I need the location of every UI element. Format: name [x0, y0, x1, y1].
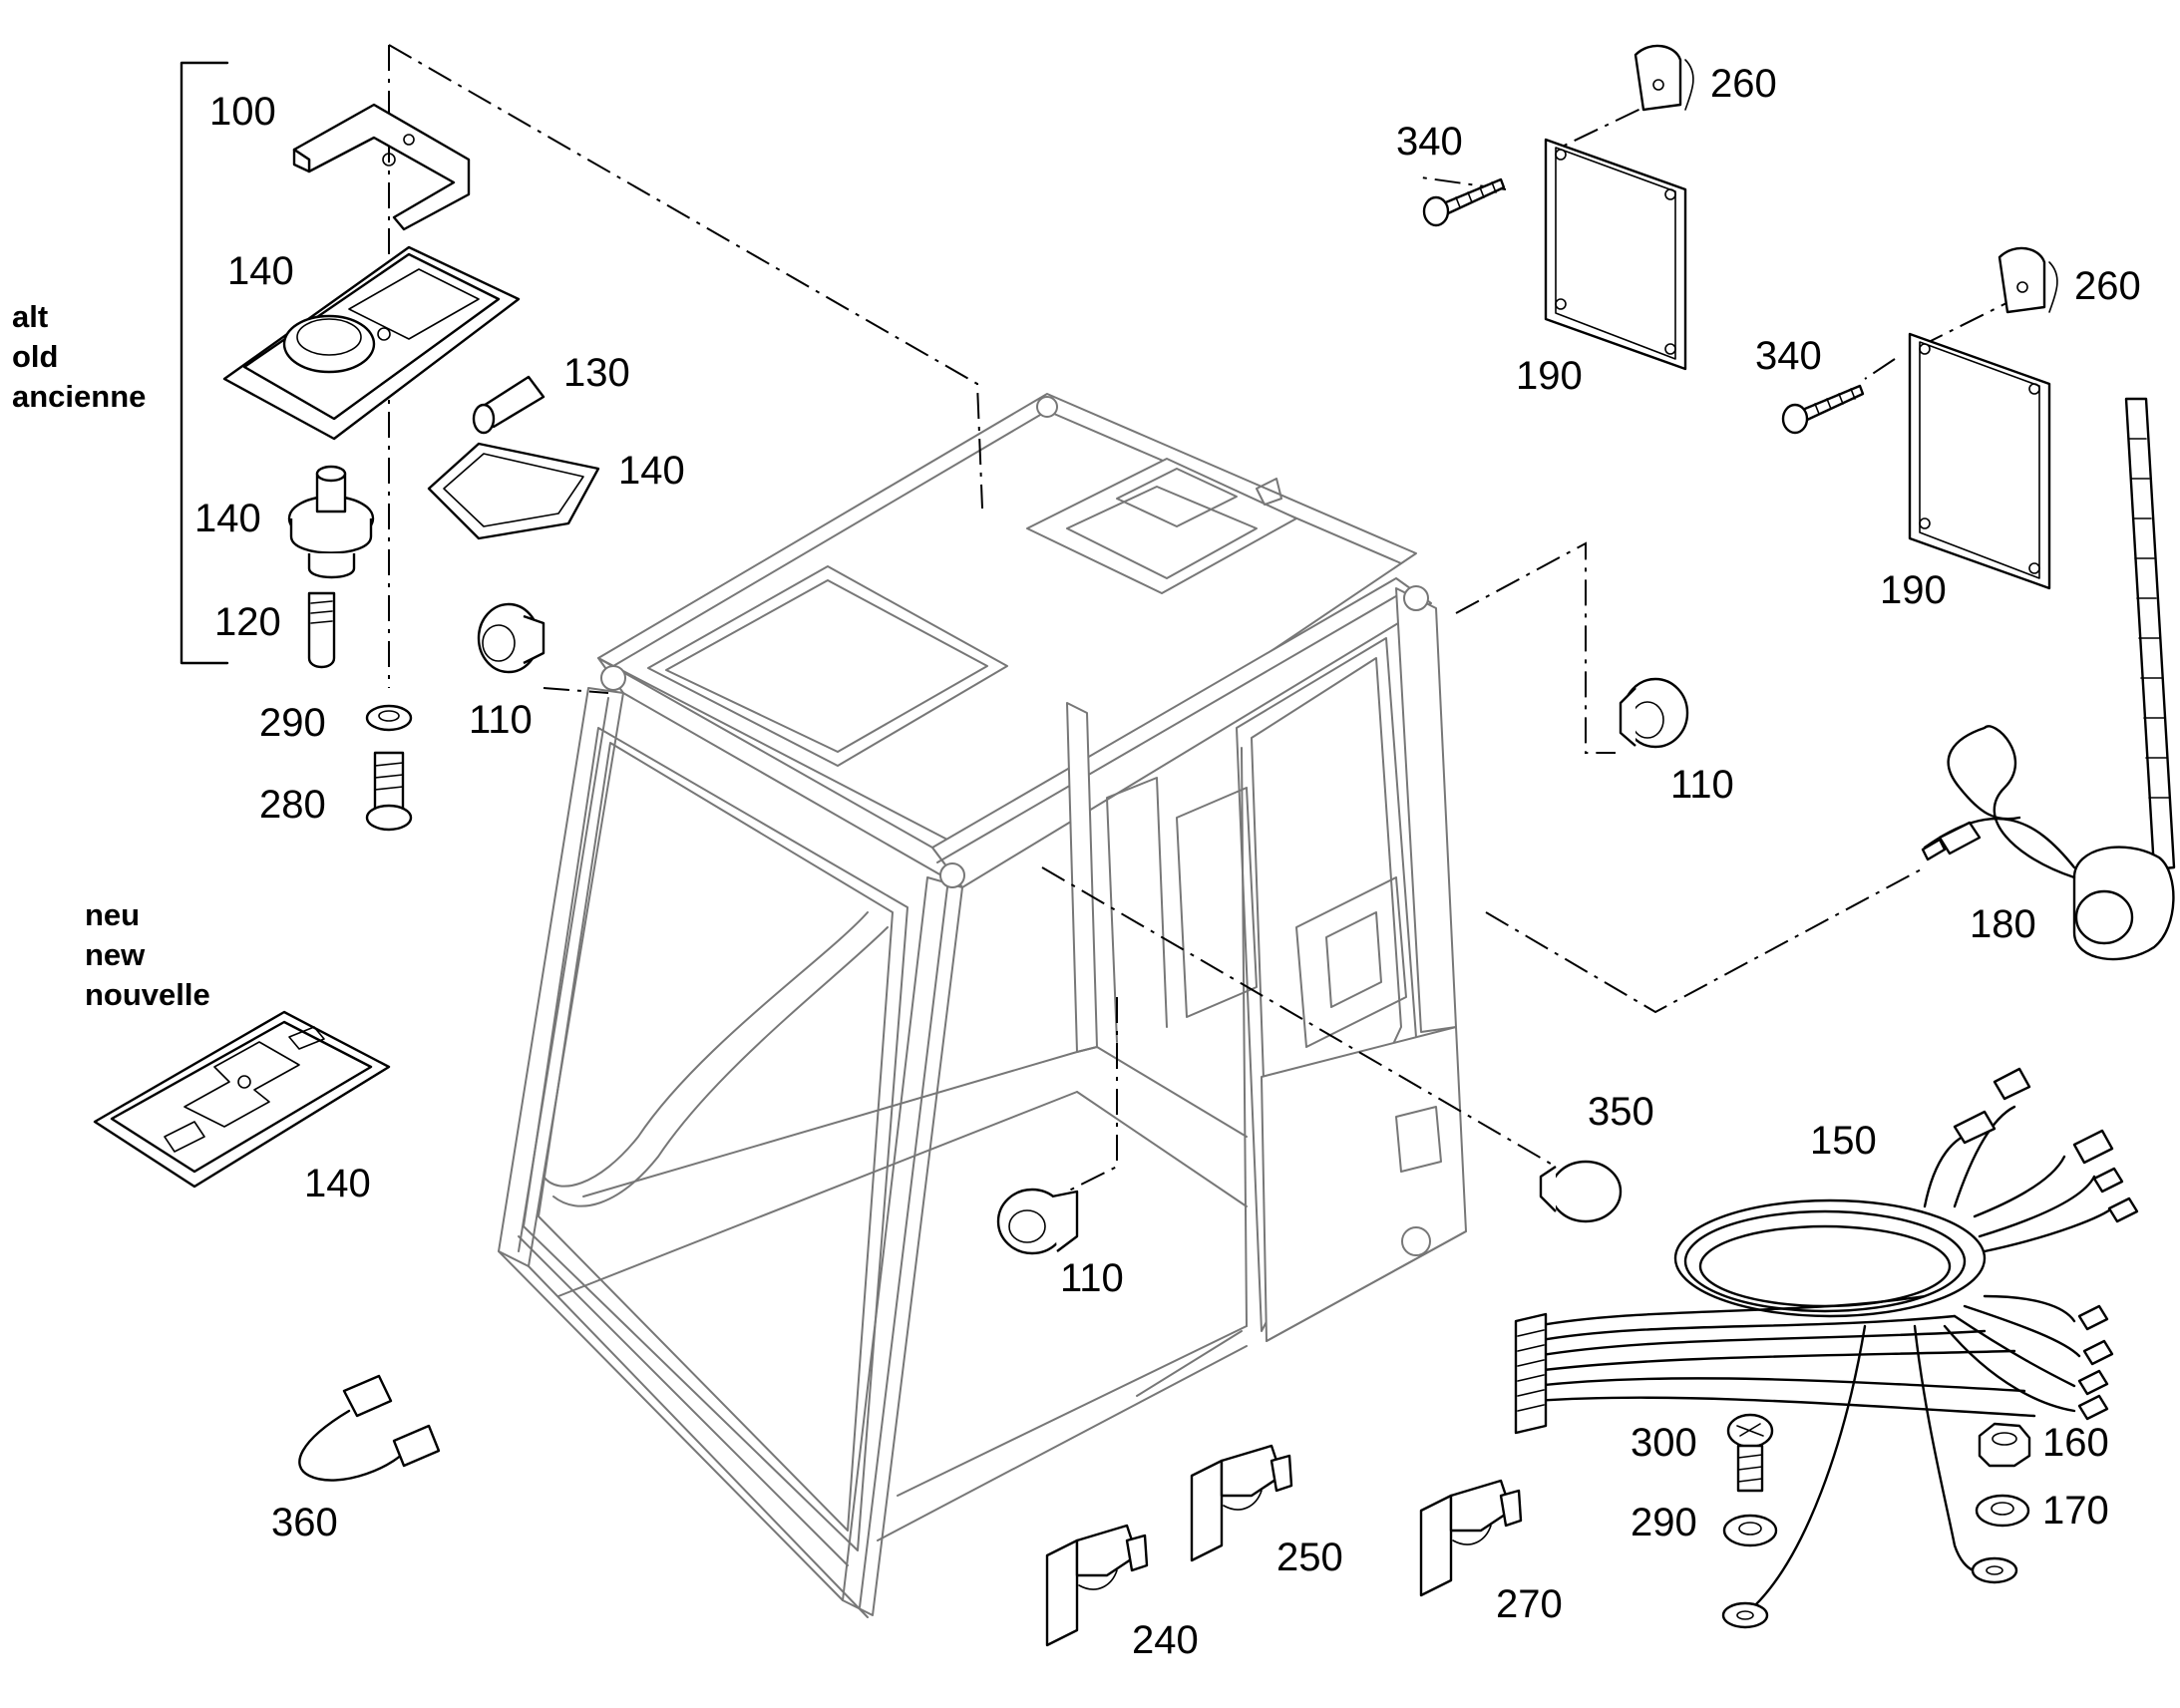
part-190-cover-plate-a [1544, 138, 1687, 371]
label-100: 100 [209, 90, 276, 134]
label-140-housing-old: 140 [227, 249, 294, 293]
part-180-antenna [1921, 397, 2176, 961]
label-150: 150 [1810, 1119, 1877, 1163]
label-340-b: 340 [1755, 334, 1822, 378]
part-350-plug [1539, 1160, 1623, 1223]
part-100-bracket [292, 103, 471, 231]
label-290-top: 290 [259, 701, 326, 745]
part-110-grommet-b [996, 1188, 1079, 1255]
note-old-fr: ancienne [12, 379, 146, 414]
part-110-grommet-a [477, 602, 545, 674]
part-340-screw-b [1781, 384, 1865, 435]
part-140-lamp-housing-old [222, 245, 521, 441]
part-190-cover-plate-b [1908, 332, 2051, 590]
part-140-lens [427, 442, 600, 540]
part-110-grommet-c [1619, 677, 1689, 749]
part-140-lamp-housing-new [93, 1010, 391, 1189]
label-270: 270 [1496, 1582, 1563, 1626]
part-120-pin [307, 591, 336, 669]
label-350: 350 [1588, 1090, 1654, 1134]
part-260-clip-b [1998, 246, 2058, 314]
note-new-en: new [85, 937, 146, 972]
part-270-clip [1419, 1479, 1523, 1597]
label-290-bottom: 290 [1631, 1501, 1697, 1544]
label-110-c: 110 [1670, 763, 1734, 807]
label-120: 120 [214, 600, 281, 644]
label-190-b: 190 [1880, 568, 1947, 612]
label-110-a: 110 [469, 698, 533, 742]
label-140-lens: 140 [618, 449, 685, 493]
part-340-screw-a [1422, 177, 1506, 227]
label-180: 180 [1970, 902, 2036, 946]
label-240: 240 [1132, 1618, 1199, 1662]
part-250-clip [1190, 1444, 1293, 1562]
part-290-washer-top [365, 704, 413, 732]
label-160: 160 [2042, 1421, 2109, 1465]
part-130-bulb [472, 375, 545, 435]
part-280-screw [365, 751, 413, 832]
label-250: 250 [1276, 1536, 1343, 1579]
part-140-socket [287, 465, 375, 579]
label-170: 170 [2042, 1489, 2109, 1533]
label-360: 360 [271, 1501, 338, 1544]
note-old-de: alt [12, 299, 48, 334]
label-130: 130 [563, 351, 630, 395]
note-new-fr: nouvelle [85, 977, 210, 1012]
version-notes: alt old ancienne neu new nouvelle [12, 299, 210, 1012]
label-140-socket: 140 [194, 497, 261, 540]
part-360-jumper-cable [298, 1374, 441, 1482]
label-110-b: 110 [1060, 1256, 1124, 1300]
part-150-wiring-harness [1514, 1067, 2139, 1629]
part-240-clip [1045, 1524, 1149, 1647]
label-260-a: 260 [1710, 62, 1777, 106]
label-280: 280 [259, 783, 326, 827]
label-340-a: 340 [1396, 120, 1463, 164]
label-260-b: 260 [2074, 264, 2141, 308]
label-190-a: 190 [1516, 354, 1583, 398]
part-number-labels: 100 140 130 140 140 120 290 280 110 140 … [194, 62, 2141, 1662]
label-140-housing-new: 140 [304, 1162, 371, 1205]
note-old-en: old [12, 339, 59, 374]
note-new-de: neu [85, 897, 140, 932]
part-170-washer [1975, 1494, 2030, 1528]
part-290-washer-bottom [1722, 1514, 1778, 1547]
label-300: 300 [1631, 1421, 1697, 1465]
old-version-bracket [180, 61, 229, 665]
part-300-screw [1726, 1413, 1774, 1493]
operator-cab [498, 393, 1467, 1618]
part-260-clip-a [1634, 44, 1694, 112]
part-160-nut [1978, 1422, 2031, 1468]
